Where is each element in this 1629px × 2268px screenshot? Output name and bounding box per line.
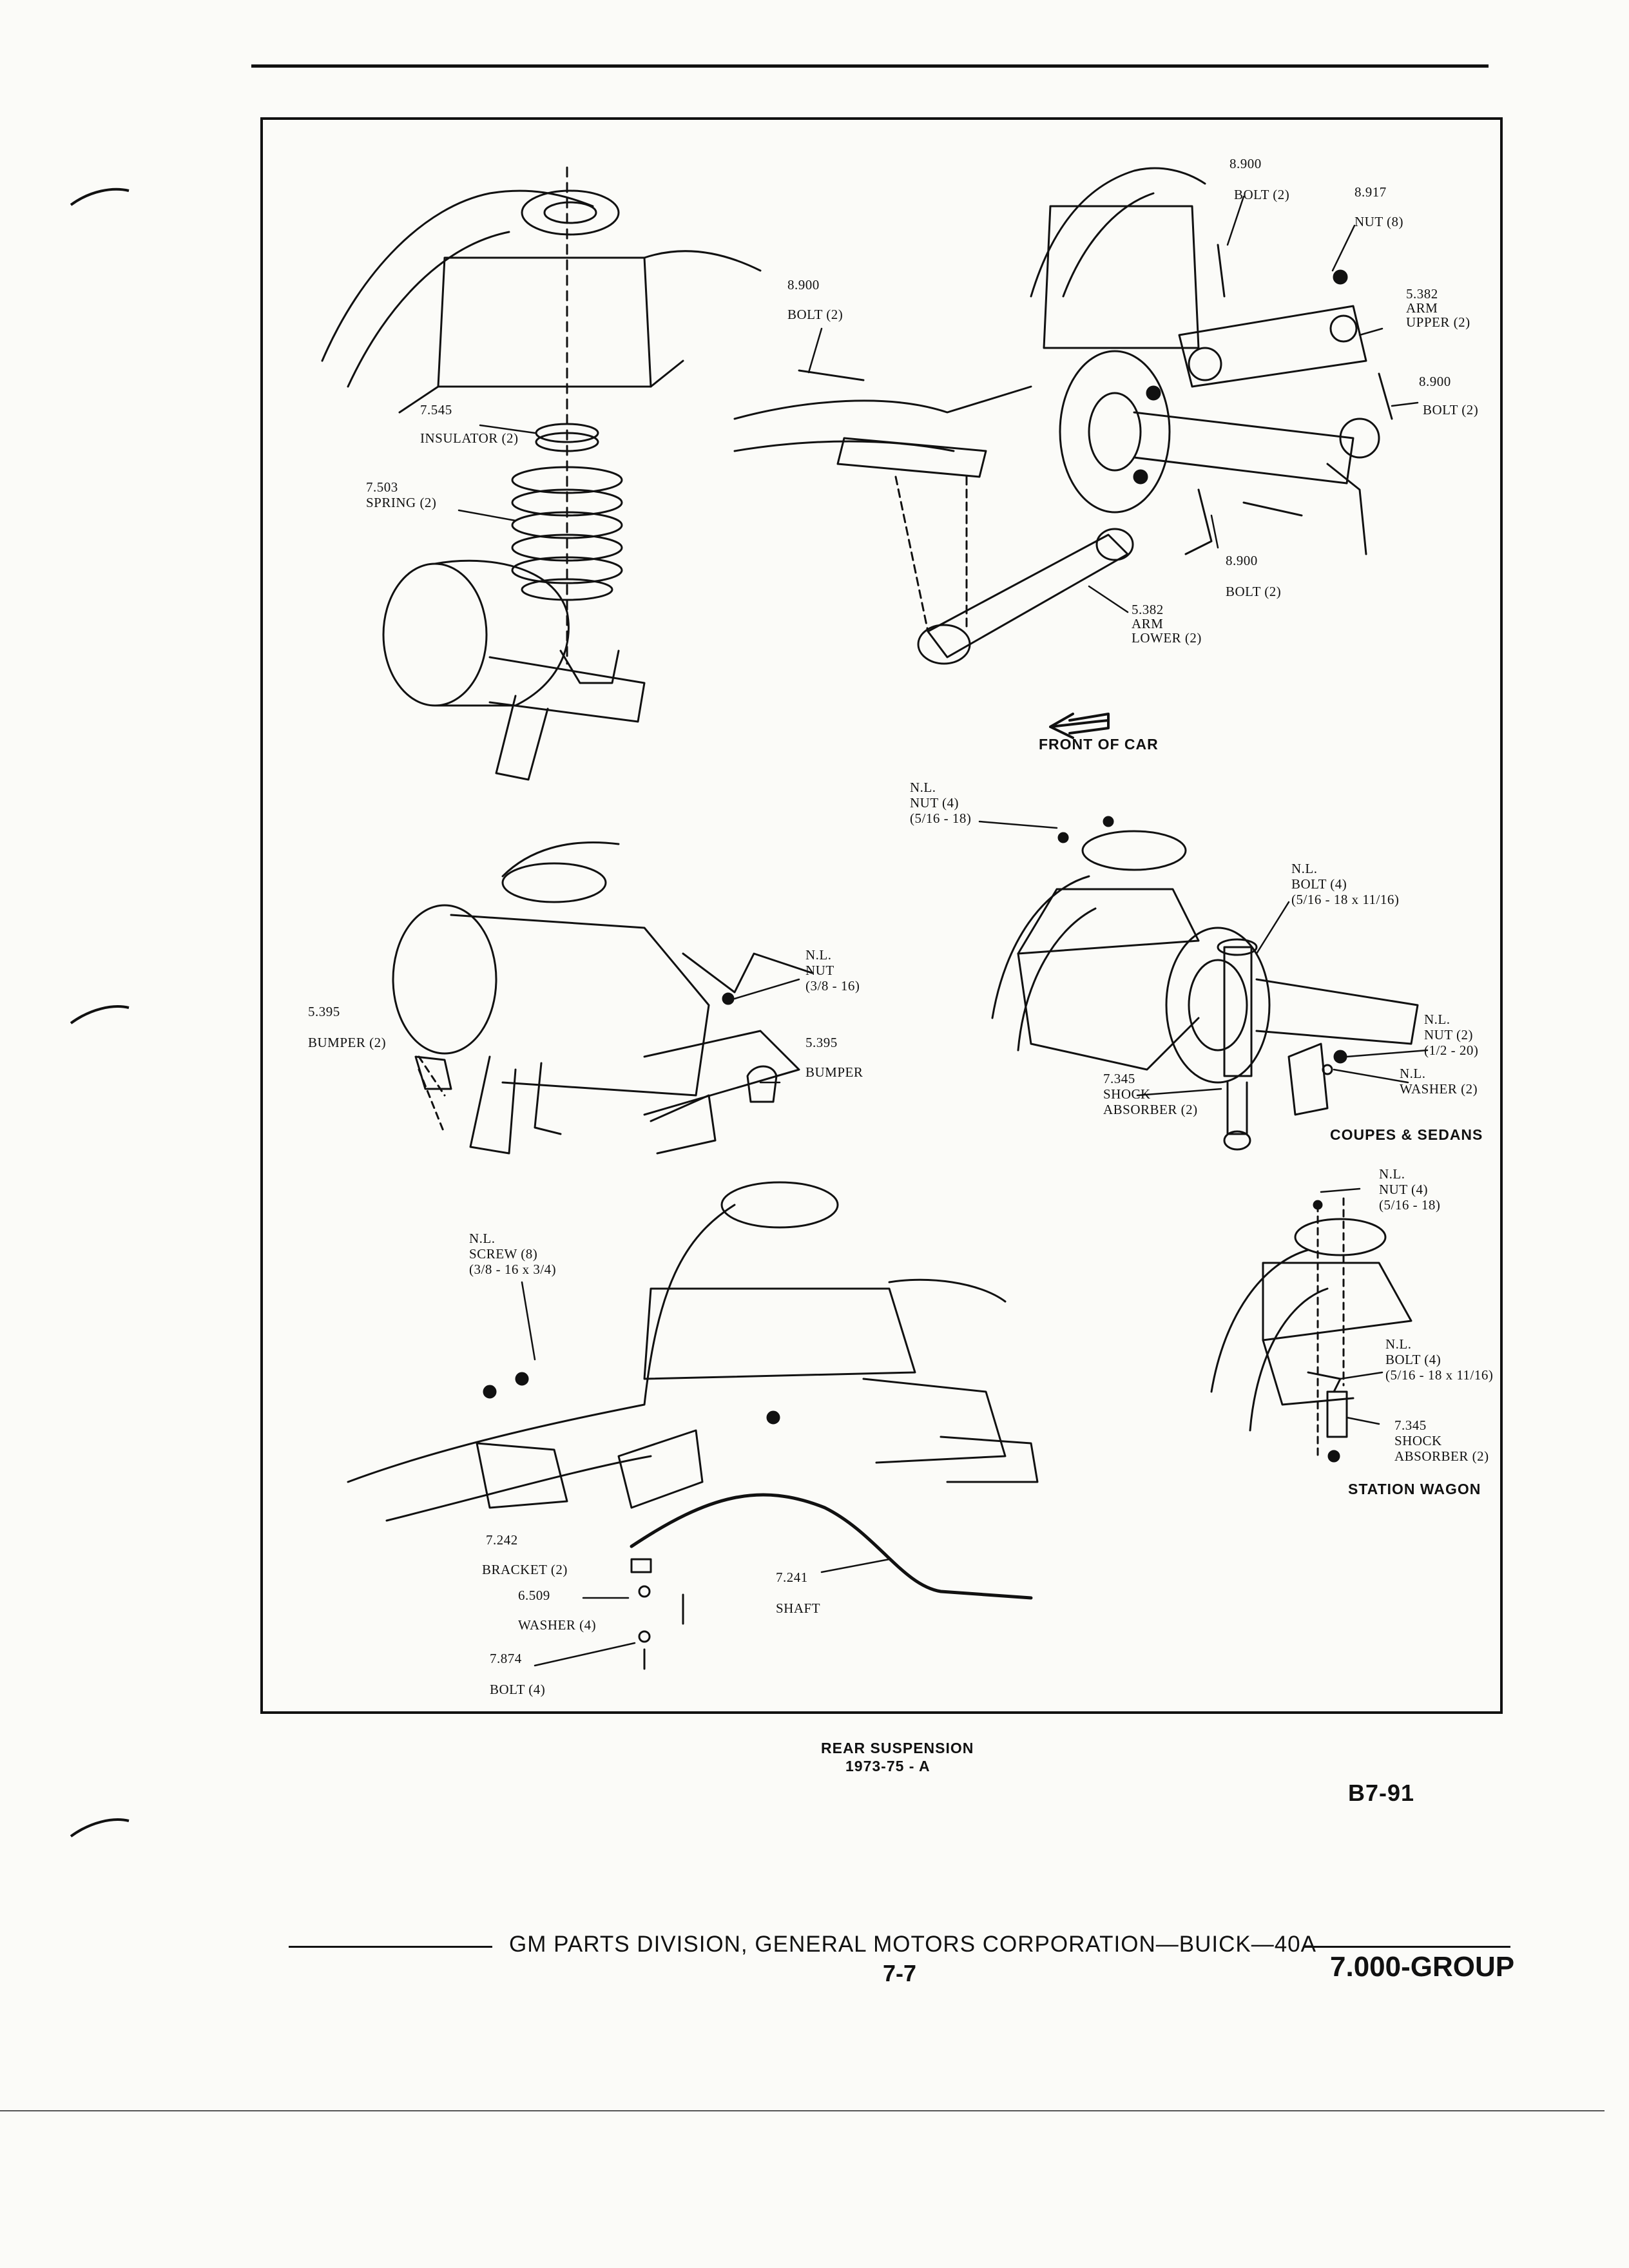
label-br-nut-num: N.L. [1379, 1166, 1405, 1182]
label-arm-lower-name1: ARM [1132, 616, 1164, 631]
diagram-subtitle: 1973-75 - A [845, 1758, 930, 1774]
label-screw-size: (3/8 - 16 x 3/4) [469, 1262, 557, 1277]
label-arm-lower-name2: LOWER (2) [1132, 630, 1202, 646]
label-bracket-num: 7.242 [486, 1532, 518, 1548]
label-rm-nut-right-num: N.L. [1424, 1012, 1451, 1027]
label-insulator-num: 7.545 [420, 402, 452, 418]
coupes-sedans-caption: COUPES & SEDANS [1330, 1126, 1483, 1143]
label-bolt-right-num: 8.900 [1419, 374, 1451, 389]
label-rm-nut-name: NUT (4) [910, 795, 959, 811]
label-rm-nut-num: N.L. [910, 780, 936, 795]
footer-rule-left [289, 1946, 492, 1948]
label-br-nut-size: (5/16 - 18) [1379, 1197, 1441, 1213]
label-bumper-left-num: 5.395 [308, 1004, 340, 1019]
bumper-assembly-drawing [392, 841, 813, 1155]
label-br-bolt-size: (5/16 - 18 x 11/16) [1385, 1367, 1494, 1383]
label-bumper-right-num: 5.395 [805, 1035, 838, 1050]
figure-code: B7-91 [1348, 1780, 1415, 1806]
label-br-nut-name: NUT (4) [1379, 1182, 1429, 1197]
label-rm-washer-num: N.L. [1400, 1066, 1426, 1081]
label-nut-top-num: 8.917 [1354, 184, 1387, 200]
label-bracket-name: BRACKET (2) [482, 1562, 568, 1577]
footer-page-number: 7-7 [883, 1960, 917, 1986]
station-wagon-caption: STATION WAGON [1348, 1481, 1481, 1497]
label-bolt-right-name: BOLT (2) [1423, 402, 1479, 418]
label-bolt-lower-num: 8.900 [1226, 553, 1258, 568]
stabilizer-shaft-drawing [347, 1181, 1039, 1670]
header-rule [251, 64, 1489, 68]
label-rm-shock-name2: ABSORBER (2) [1103, 1102, 1198, 1117]
front-arrow-icon [1049, 713, 1110, 739]
label-rm-nut-size: (5/16 - 18) [910, 811, 972, 826]
label-screw-name: SCREW (8) [469, 1246, 538, 1262]
label-spring-num: 7.503 [366, 479, 398, 495]
label-arm-upper-name1: ARM [1406, 300, 1438, 316]
label-rm-washer-name: WASHER (2) [1400, 1081, 1478, 1097]
label-bolt-top-name: BOLT (2) [1234, 187, 1290, 202]
label-bl-bolt-name: BOLT (4) [490, 1682, 546, 1697]
label-shaft-name: SHAFT [776, 1600, 821, 1616]
label-washer-num: 6.509 [518, 1588, 550, 1603]
label-br-shock-name2: ABSORBER (2) [1394, 1448, 1489, 1464]
footer-group: 7.000-GROUP [1330, 1951, 1515, 1983]
label-br-bolt-name: BOLT (4) [1385, 1352, 1441, 1367]
label-rm-bolt-num: N.L. [1291, 861, 1318, 876]
label-bolt-left-name: BOLT (2) [787, 307, 843, 322]
label-arm-lower-num: 5.382 [1132, 602, 1164, 617]
label-br-shock-num: 7.345 [1394, 1418, 1427, 1433]
diagram-frame [260, 117, 1503, 1714]
binder-marks [70, 187, 130, 1838]
label-bumper-left-name: BUMPER (2) [308, 1035, 387, 1050]
label-nut-top-name: NUT (8) [1354, 214, 1404, 229]
label-br-shock-name1: SHOCK [1394, 1433, 1442, 1448]
label-washer-name: WASHER (4) [518, 1617, 597, 1633]
label-rm-nut-right-size: (1/2 - 20) [1424, 1043, 1479, 1058]
label-arm-upper-num: 5.382 [1406, 286, 1438, 302]
footer-rule-right [1304, 1946, 1510, 1948]
label-screw-num: N.L. [469, 1231, 496, 1246]
binder-mark-1 [70, 187, 130, 206]
shock-absorber-wagon-drawing [1210, 1197, 1412, 1463]
label-shaft-num: 7.241 [776, 1570, 808, 1585]
label-bolt-top-num: 8.900 [1229, 156, 1262, 171]
control-arm-drawing [733, 167, 1393, 665]
label-bumper-right-name: BUMPER [805, 1064, 863, 1080]
label-rm-shock-name1: SHOCK [1103, 1086, 1151, 1102]
binder-mark-3 [70, 1818, 130, 1838]
binder-mark-2 [70, 1005, 130, 1024]
label-br-bolt-num: N.L. [1385, 1336, 1412, 1352]
label-rm-bolt-name: BOLT (4) [1291, 876, 1347, 892]
footer-publisher: GM PARTS DIVISION, GENERAL MOTORS CORPOR… [509, 1932, 1316, 1957]
shock-absorber-sedan-drawing [991, 816, 1419, 1151]
leader-lines [458, 195, 1429, 1667]
diagram-title: REAR SUSPENSION [821, 1740, 974, 1756]
label-mid-nut-size: (3/8 - 16) [805, 978, 860, 994]
label-mid-nut-name: NUT [805, 963, 834, 978]
label-rm-bolt-size: (5/16 - 18 x 11/16) [1291, 892, 1400, 907]
label-bolt-left-num: 8.900 [787, 277, 820, 293]
spring-assembly-drawing [321, 166, 762, 781]
label-insulator-name: INSULATOR (2) [420, 430, 519, 446]
scan-edge [0, 2110, 1605, 2111]
label-spring-name: SPRING (2) [366, 495, 437, 510]
label-rm-shock-num: 7.345 [1103, 1071, 1135, 1086]
label-mid-nut-num: N.L. [805, 947, 832, 963]
front-of-car-label: FRONT OF CAR [1039, 736, 1159, 753]
label-bolt-lower-name: BOLT (2) [1226, 584, 1282, 599]
label-bl-bolt-num: 7.874 [490, 1651, 522, 1666]
label-rm-nut-right-name: NUT (2) [1424, 1027, 1474, 1043]
label-arm-upper-name2: UPPER (2) [1406, 314, 1470, 330]
